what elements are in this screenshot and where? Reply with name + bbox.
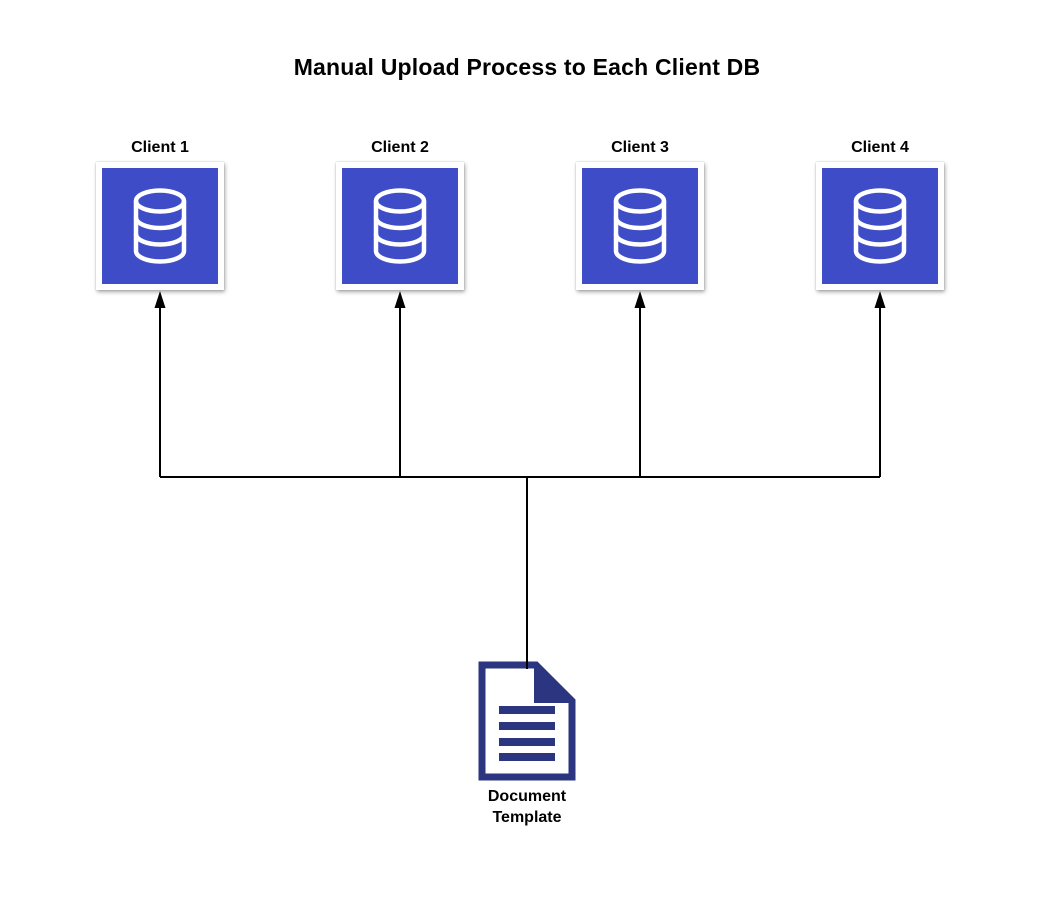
document-template-node: Document Template (477, 660, 577, 826)
arrowhead-client-4 (874, 291, 886, 308)
document-label-line2: Template (492, 809, 562, 826)
client-4-db-box (816, 162, 944, 290)
database-icon (133, 188, 187, 264)
diagram-title: Manual Upload Process to Each Client DB (293, 54, 761, 80)
client-2-label: Client 2 (371, 139, 429, 156)
client-3-label: Client 3 (611, 139, 669, 156)
document-label-line1: Document (487, 788, 567, 805)
client-1-db-box (96, 162, 224, 290)
client-3-db-box (576, 162, 704, 290)
document-icon (478, 661, 576, 781)
arrowhead-client-3 (634, 291, 646, 308)
client-4-label: Client 4 (851, 139, 909, 156)
client-2-db-box (336, 162, 464, 290)
database-icon (373, 188, 427, 264)
client-node-2: Client 2 (336, 138, 464, 290)
client-node-4: Client 4 (816, 138, 944, 290)
client-node-1: Client 1 (96, 138, 224, 290)
database-icon (613, 188, 667, 264)
client-1-label: Client 1 (131, 139, 189, 156)
arrowhead-client-1 (154, 291, 166, 308)
client-node-3: Client 3 (576, 138, 704, 290)
database-icon (853, 188, 907, 264)
document-label: Document Template (437, 786, 617, 828)
arrowhead-client-2 (394, 291, 406, 308)
